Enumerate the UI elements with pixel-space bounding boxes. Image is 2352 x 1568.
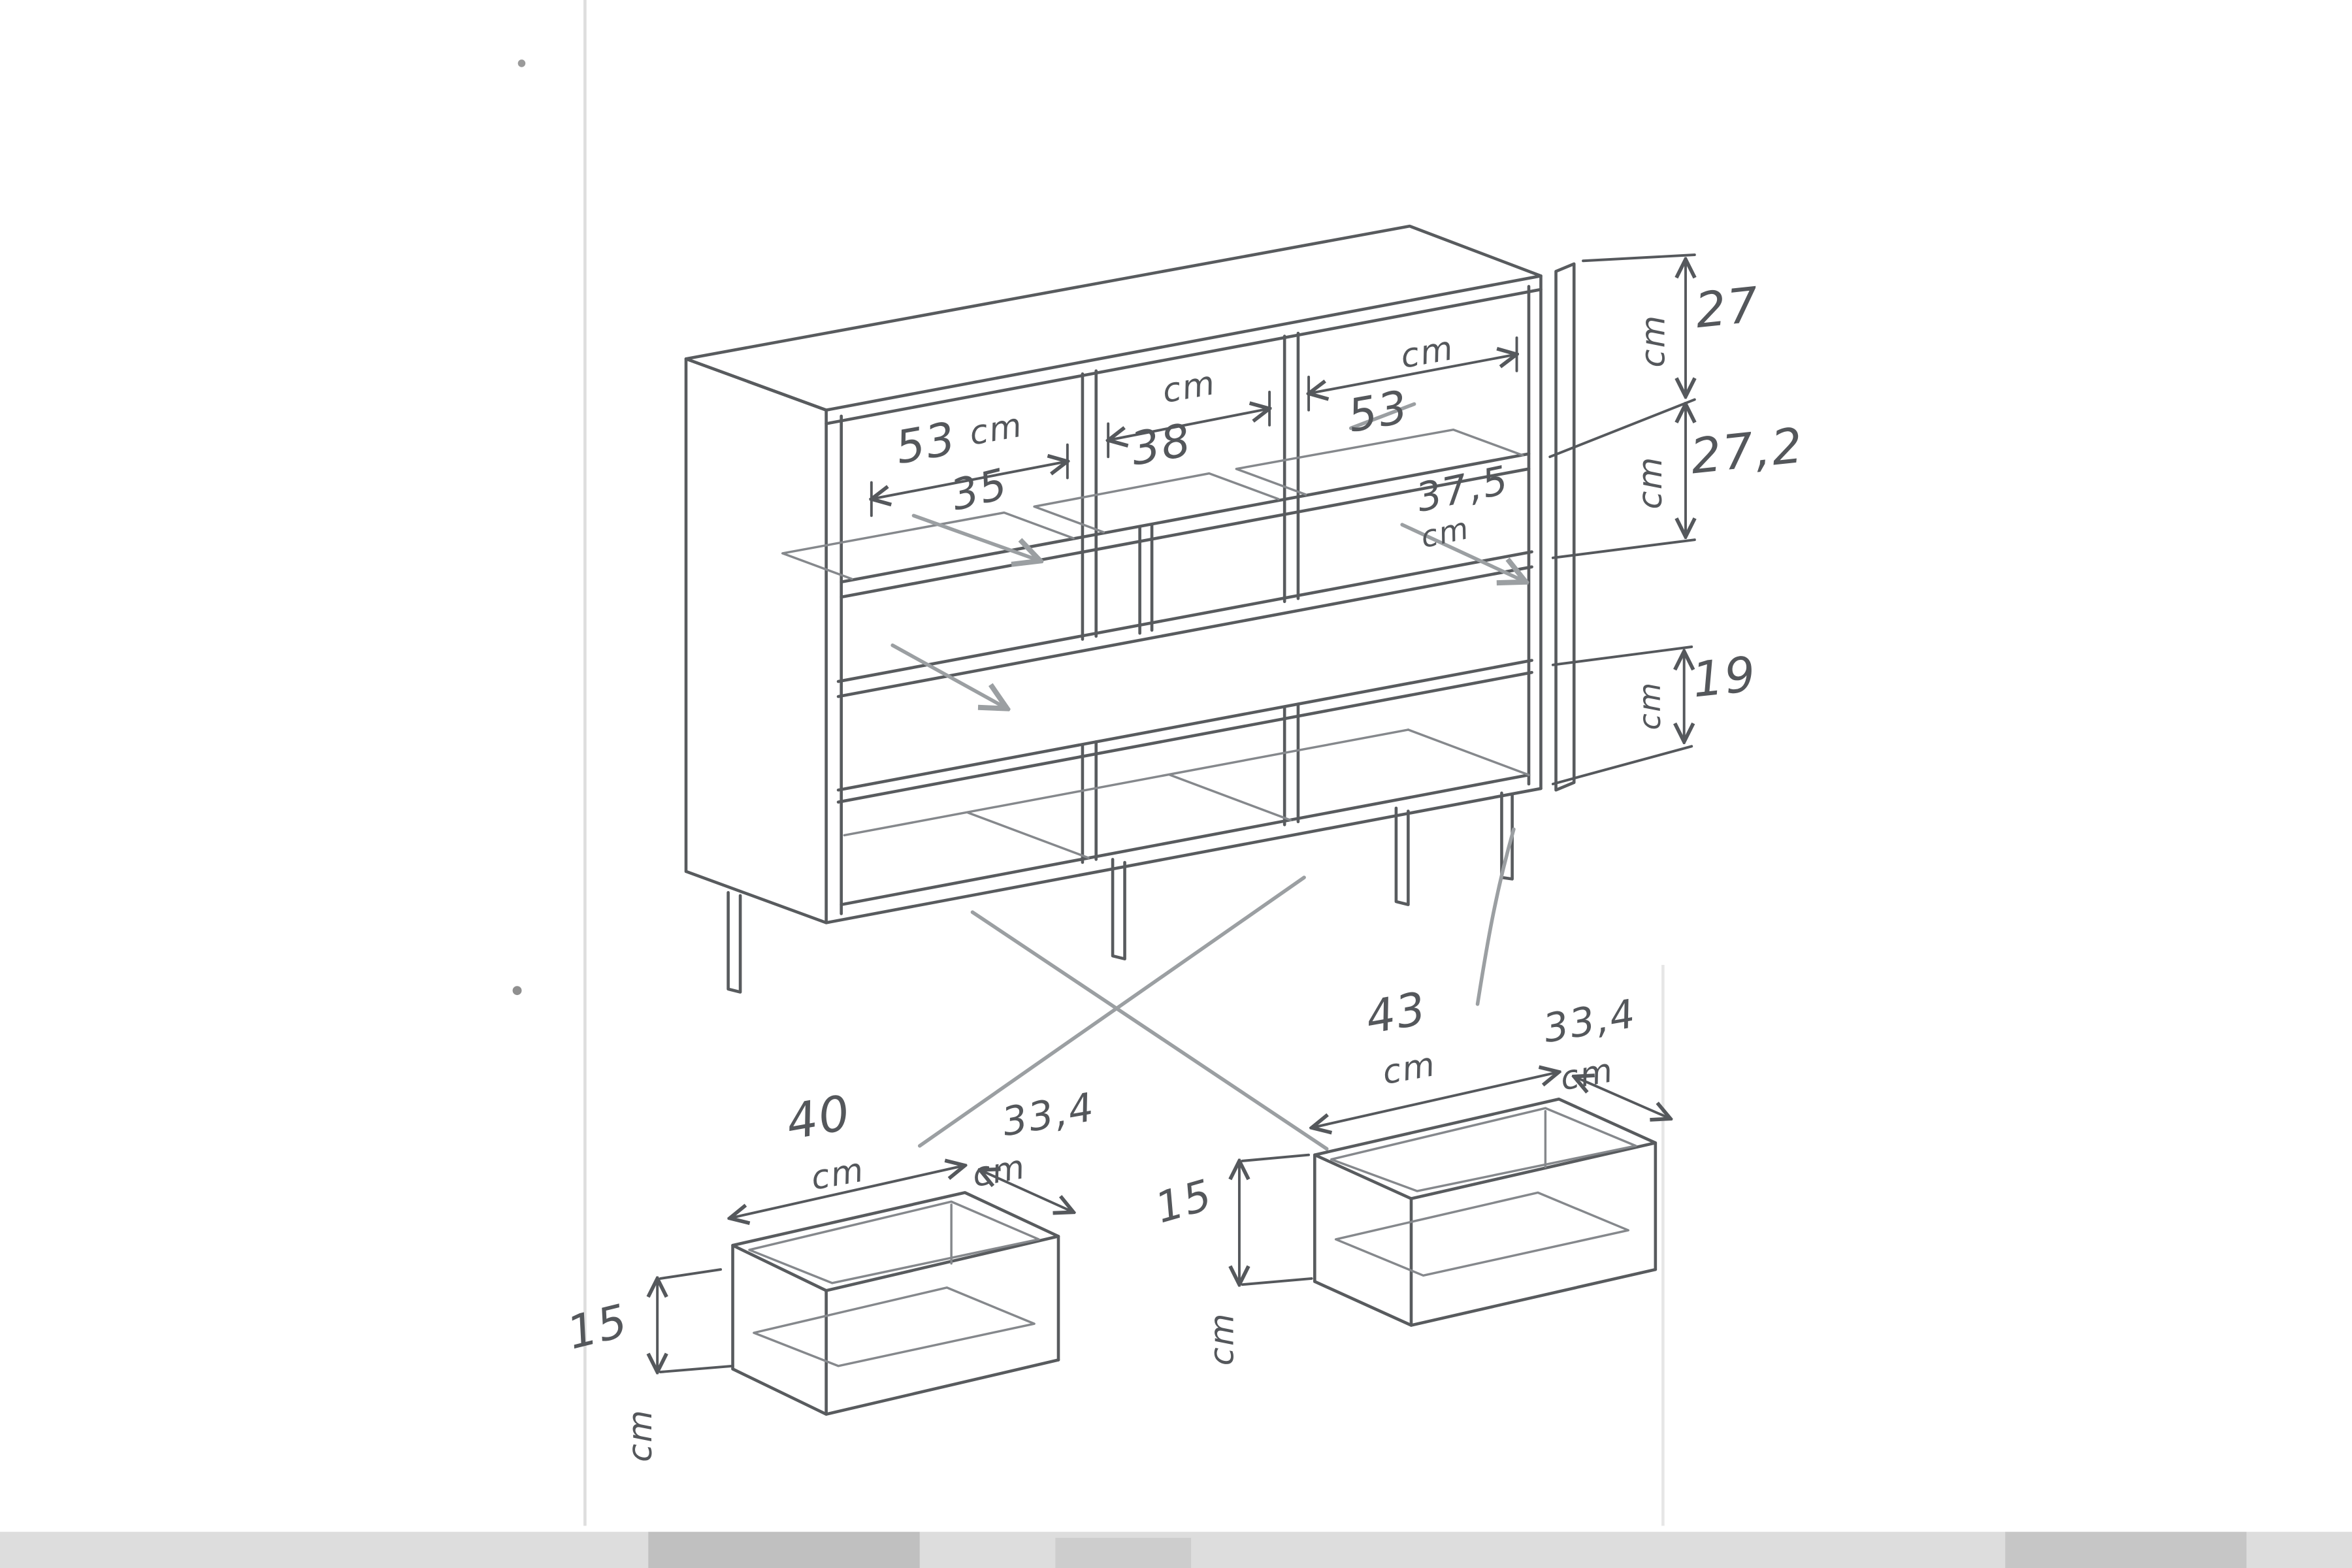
cabinet-bottom-front-edge — [825, 787, 1543, 924]
extension-line-top — [1582, 253, 1696, 263]
dim-drawer-left-width-unit: cm — [808, 1150, 868, 1197]
middle-shelf-surface-right — [1235, 428, 1524, 496]
dim-top-width-1-unit: cm — [966, 405, 1026, 452]
ink-dot — [517, 59, 526, 67]
shelf-depth-arrow-right — [1400, 523, 1526, 582]
dim-height-2-unit: cm — [1631, 455, 1669, 509]
shelf-depth-arrow-left — [911, 514, 1040, 561]
dim-top-width-2-unit: cm — [1160, 363, 1219, 410]
drawer-right-vertical-edges — [1313, 1141, 1658, 1327]
pointer-line-cross-1 — [970, 910, 1329, 1151]
dim-shelf-depth-1-value: 35 — [946, 459, 1013, 521]
dim-top-width-3-unit: cm — [1397, 329, 1457, 376]
drawer-row-bottom-edge — [836, 659, 1533, 804]
dim-height-1-unit: cm — [1634, 314, 1673, 368]
dim-top-width-3-value: 53 — [1344, 381, 1413, 443]
drawer-right-interior-floor — [1334, 1191, 1630, 1277]
dim-line-width-left — [872, 461, 1068, 499]
scan-shadow-smudge — [648, 1531, 920, 1568]
cabinet-top-panel — [684, 224, 1543, 412]
drawer-left-inner-rim — [748, 1200, 1040, 1284]
dim-top-width-2-value: 38 — [1127, 414, 1196, 476]
dim-drawer-left-height-unit: cm — [621, 1409, 659, 1462]
leg-front-center — [1111, 858, 1126, 960]
divider-right-upper — [1282, 331, 1300, 604]
dim-drawer-left-depth-unit: cm — [970, 1147, 1029, 1194]
dim-height-3-value: 19 — [1690, 646, 1759, 709]
strike-through-mark — [1348, 402, 1416, 431]
extension-line-cubby-top — [1551, 645, 1693, 666]
dim-drawer-left-height-value: 15 — [563, 1295, 634, 1360]
drawer-right-bottom-edges — [1313, 1267, 1658, 1327]
dim-height-2-value: 27,2 — [1688, 417, 1806, 485]
dim-line-drawer-right-depth — [1574, 1077, 1671, 1119]
extension-line-bottom — [1551, 745, 1693, 785]
cabinet-right-side-panel — [1554, 262, 1576, 792]
dim-drawer-right-depth-unit: cm — [1558, 1051, 1617, 1098]
dim-drawer-right-height-value: 15 — [1150, 1170, 1218, 1233]
dim-drawer-right-width-value: 43 — [1362, 983, 1431, 1045]
drawer-right-inner-rim — [1330, 1107, 1637, 1192]
center-support — [1138, 523, 1154, 635]
shelf-depth-arrow-lower — [890, 643, 1007, 709]
dim-top-width-1-value: 53 — [892, 412, 960, 474]
cabinet-drawing — [684, 224, 1696, 1151]
drawer-right-drawing — [1239, 1072, 1671, 1327]
drawer-left-vertical-edges — [731, 1234, 1060, 1416]
dim-line-drawer-left-depth — [980, 1170, 1073, 1213]
dim-drawer-right-height-unit: cm — [1203, 1312, 1241, 1365]
divider-left-upper — [1081, 369, 1098, 641]
dim-ticks-width-center — [1107, 391, 1271, 459]
scan-shadow-smudge — [1055, 1537, 1192, 1568]
cubby-floor-back-edge — [843, 728, 1410, 837]
divider-left-lower — [1081, 740, 1098, 864]
leg-front-left — [727, 890, 742, 994]
dim-line-width-center — [1108, 408, 1269, 440]
cubby-floor-depth-lines — [966, 728, 1530, 859]
dim-drawer-right-depth-value: 33,4 — [1540, 991, 1640, 1053]
middle-shelf-front-edge — [840, 452, 1531, 599]
extension-lines-drawer-right-height — [1241, 1153, 1313, 1286]
cabinet-shelves — [781, 428, 1533, 859]
dim-line-width-right — [1309, 354, 1516, 393]
dim-line-drawer-right-width — [1312, 1072, 1559, 1128]
ink-dot — [512, 986, 522, 996]
dim-height-1-value: 27 — [1693, 276, 1763, 339]
drawer-left-drawing — [657, 1166, 1073, 1416]
cabinet-legs — [727, 791, 1514, 994]
extension-line-shelf — [1548, 398, 1696, 459]
dim-drawer-left-depth-value: 33,4 — [999, 1085, 1099, 1146]
handwritten-labels: 53 cm cm 38 cm 53 35 37,5 cm 27 cm 27,2 … — [563, 276, 1807, 1462]
height-dimension-lines — [1548, 253, 1696, 785]
cabinet-bottom-panel-thickness — [840, 773, 1531, 906]
divider-right-lower — [1282, 702, 1300, 826]
drawer-left-bottom-edges — [731, 1358, 1060, 1416]
drawer-row-top-edge — [836, 550, 1533, 698]
dim-drawer-left-width-value: 40 — [782, 1085, 855, 1151]
middle-shelf-surface-left — [781, 511, 1075, 580]
scan-shadow-smudge — [2005, 1531, 2247, 1568]
extension-lines-drawer-left-height — [659, 1268, 734, 1373]
dim-height-3-unit: cm — [1632, 681, 1667, 730]
pointer-line-right-drawer — [1475, 827, 1516, 1006]
dim-drawer-right-width-unit: cm — [1379, 1045, 1439, 1092]
middle-shelf-surface-center — [1033, 472, 1280, 534]
dim-ticks-width-left — [870, 443, 1069, 517]
cabinet-left-panel — [684, 357, 828, 924]
dim-ticks-width-right — [1307, 336, 1518, 412]
width-dimension-lines — [870, 336, 1518, 517]
dim-line-drawer-left-width — [730, 1166, 965, 1218]
drawer-right-rim — [1313, 1097, 1658, 1200]
extension-line-drawer-top — [1551, 538, 1696, 559]
pointer-line-cross-2 — [917, 875, 1306, 1148]
pencil-annotation-lines — [890, 402, 1526, 1151]
drawer-left-interior-floor — [753, 1286, 1036, 1367]
leg-front-right — [1394, 806, 1410, 906]
cabinet-dividers — [1081, 331, 1300, 864]
cabinet-top-panel-thickness — [825, 287, 1543, 425]
cabinet-carcass — [684, 224, 1576, 924]
